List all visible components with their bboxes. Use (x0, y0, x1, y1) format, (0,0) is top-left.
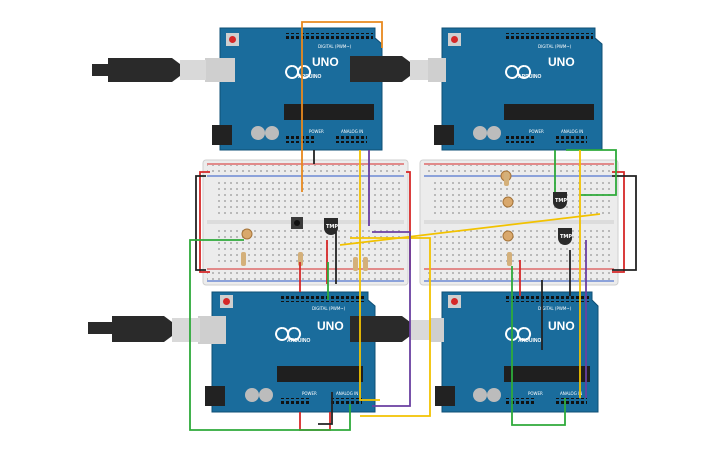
board-model-label: UNO (548, 55, 575, 69)
wire-green (189, 239, 351, 431)
wire-orange (301, 21, 383, 192)
tmp-label: TMP (326, 224, 338, 230)
wire-green (511, 266, 566, 426)
wire-yellow (359, 150, 380, 401)
analog-header-label: ANALOG IN (561, 129, 583, 134)
digital-header-label: DIGITAL (PWM~) (318, 44, 352, 49)
wire-black (612, 175, 637, 271)
board-brand-label: ARDUINO (287, 338, 310, 344)
tmp-label: TMP (555, 198, 567, 204)
board-model-label: UNO (317, 319, 344, 333)
photoresistor[interactable] (241, 228, 253, 240)
photoresistor[interactable] (502, 230, 514, 242)
wire-red (299, 412, 331, 431)
photoresistor[interactable] (502, 196, 514, 208)
power-header-label: POWER (528, 391, 543, 396)
usb-cable-bottom-left[interactable] (88, 316, 226, 344)
resistors (241, 172, 512, 271)
breadboard-right[interactable] (419, 159, 619, 286)
arduino-bottom-left[interactable]: DIGITAL (PWM~) UNO ARDUINO POWER ANALOG … (205, 291, 376, 413)
wire-red-right-rail (612, 171, 625, 273)
reset-button[interactable] (229, 36, 236, 43)
tmp-label: TMP (560, 234, 572, 240)
power-header-label: POWER (309, 129, 324, 134)
board-model-label: UNO (548, 319, 575, 333)
reset-button[interactable] (451, 36, 458, 43)
reset-button[interactable] (451, 298, 458, 305)
arduino-bottom-right[interactable]: DIGITAL (PWM~) UNO ARDUINO POWER ANALOG … (435, 291, 599, 413)
analog-header-label: ANALOG IN (336, 391, 358, 396)
arduino-top-right[interactable]: DIGITAL (PWM~) UNO ARDUINO POWER ANALOG … (434, 27, 603, 151)
board-brand-label: ARDUINO (298, 74, 321, 80)
tmp-sensor-right-bottom[interactable]: TMP (558, 228, 572, 245)
wire-black (195, 175, 206, 271)
power-header-label: POWER (529, 129, 544, 134)
usb-cable-top-left[interactable] (92, 58, 235, 82)
usb-cable-bottom-middle[interactable] (350, 316, 444, 342)
breadboard-left[interactable] (202, 159, 409, 286)
wire-yellow (350, 237, 431, 417)
arduino-top-left[interactable]: DIGITAL (PWM~) UNO ARDUINO POWER ANALOG … (212, 27, 383, 151)
reset-button[interactable] (223, 298, 230, 305)
board-model-label: UNO (312, 55, 339, 69)
digital-header-label: DIGITAL (PWM~) (538, 306, 572, 311)
power-header-label: POWER (302, 391, 317, 396)
digital-header-label: DIGITAL (PWM~) (312, 306, 346, 311)
digital-header-label: DIGITAL (PWM~) (538, 44, 572, 49)
tmp-sensor-right-top[interactable]: TMP (553, 192, 567, 209)
analog-header-label: ANALOG IN (560, 391, 582, 396)
wire-red-left-rail (199, 171, 210, 273)
wire-purple (372, 231, 411, 407)
analog-header-label: ANALOG IN (341, 129, 363, 134)
wire-yellow (339, 213, 601, 246)
wire-green (566, 149, 617, 196)
board-brand-label: ARDUINO (518, 338, 541, 344)
tmp-sensor-left[interactable]: TMP (324, 218, 338, 235)
wires[interactable] (189, 21, 637, 431)
wire-black (318, 392, 333, 425)
usb-cable-top-middle[interactable] (350, 56, 446, 82)
board-brand-label: ARDUINO (518, 74, 541, 80)
